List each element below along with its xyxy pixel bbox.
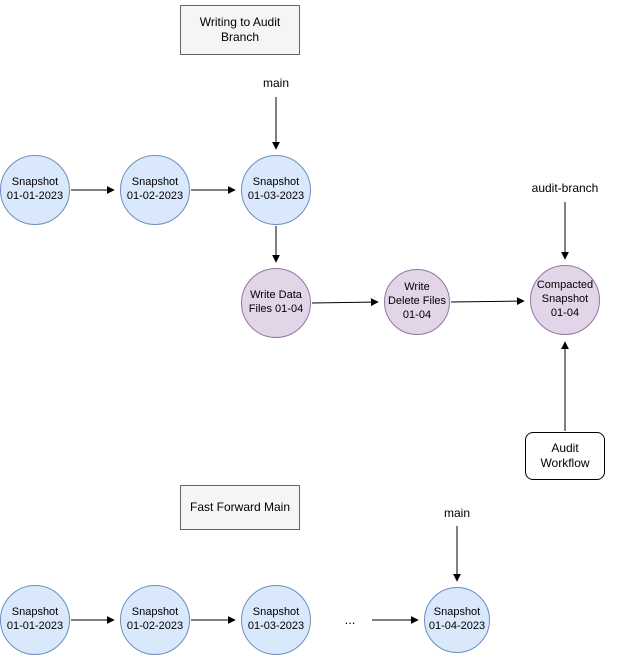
audit-workflow-box: Audit Workflow (525, 432, 605, 480)
node-snapshot-01-03-2023: Snapshot 01-03-2023 (241, 155, 311, 225)
node-write-data-files-01-04: Write Data Files 01-04 (241, 268, 311, 338)
node-snapshot-01-01-2023: Snapshot 01-01-2023 (0, 155, 70, 225)
node-compacted-snapshot-01-04: Compacted Snapshot 01-04 (530, 265, 600, 335)
main-branch-label: main (262, 76, 289, 90)
node-snapshot-01-03-2023-ff: Snapshot 01-03-2023 (241, 585, 311, 655)
node-snapshot-01-02-2023-ff: Snapshot 01-02-2023 (120, 585, 190, 655)
section-title-writing-to-audit-branch: Writing to Audit Branch (180, 5, 300, 55)
edge-write-data-to-write-delete (311, 298, 379, 307)
edge-write-delete-to-compacted (450, 297, 525, 306)
node-snapshot-01-02-2023: Snapshot 01-02-2023 (120, 155, 190, 225)
node-write-delete-files-01-04: Write Delete Files 01-04 (384, 269, 450, 335)
node-snapshot-01-04-2023-ff: Snapshot 01-04-2023 (424, 587, 490, 653)
section-title-fast-forward-main: Fast Forward Main (180, 485, 300, 530)
node-snapshot-01-01-2023-ff: Snapshot 01-01-2023 (0, 585, 70, 655)
audit-branch-label: audit-branch (531, 181, 599, 195)
main-branch-label-ff: main (443, 506, 470, 520)
ellipsis-label: ... (344, 612, 356, 627)
